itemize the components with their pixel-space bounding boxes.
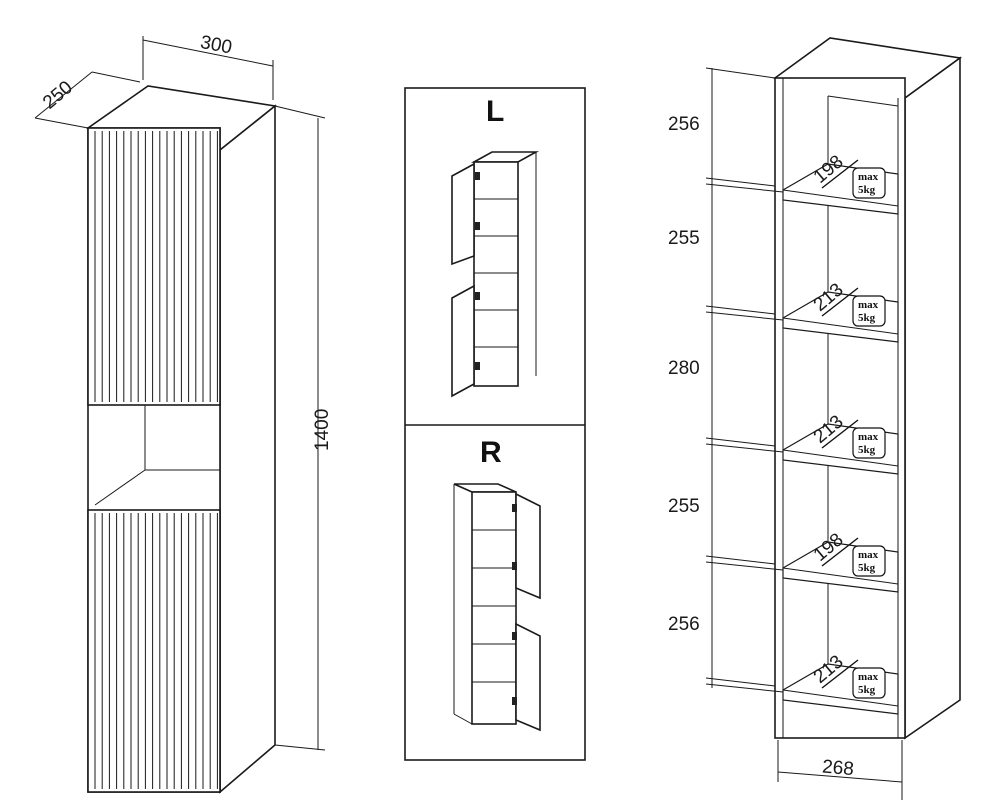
extension-line [705, 683, 784, 693]
mini-edge [517, 151, 537, 163]
height-label: 1400 [312, 409, 333, 451]
hinge-icon [475, 362, 480, 370]
max-load-label: max [858, 431, 879, 443]
left-hinged-cabinet-sketch [451, 151, 540, 398]
upper-door-fluted [87, 127, 221, 406]
compartment-height-dimensions: 256 255 280 255 256 [668, 67, 784, 693]
panel-frame [404, 87, 586, 761]
compartment-height-label: 280 [668, 358, 700, 379]
mini-edge [453, 483, 473, 493]
lower-door-fluted [87, 509, 221, 793]
cabinet-side [904, 56, 961, 740]
hinge-icon [512, 697, 517, 705]
extension-line [705, 561, 784, 571]
variant-left-label: L [486, 95, 504, 128]
extension-line [705, 67, 776, 79]
mini-door-open [515, 492, 541, 600]
mini-body [471, 491, 517, 725]
max-load-value: 5kg [858, 444, 876, 456]
mini-door-open [515, 622, 541, 732]
extension-line [705, 443, 784, 453]
max-load-value: 5kg [858, 684, 876, 696]
left-cabinet [85, 85, 277, 794]
dimension-line [777, 771, 903, 783]
hinge-icon [512, 562, 517, 570]
dimension-line [142, 39, 274, 67]
extension-line [34, 117, 89, 129]
weight-icon [852, 427, 886, 459]
shelf-depth-arrow [821, 659, 859, 689]
max-load-value: 5kg [858, 184, 876, 196]
weight-icon [852, 545, 886, 577]
width-dimension: 300 [142, 32, 274, 100]
weight-icon [852, 167, 886, 199]
extension-line [705, 183, 784, 193]
hinge-icon [475, 292, 480, 300]
extension-line [705, 305, 776, 315]
max-load-label: max [858, 299, 879, 311]
variant-right-label: R [480, 436, 502, 469]
weight-icon [852, 667, 886, 699]
max-load-value: 5kg [858, 312, 876, 324]
shelf-edge [782, 449, 899, 467]
shelf-depth-arrow [821, 287, 859, 317]
inner-width-label: 268 [821, 756, 854, 780]
dimension-line [34, 71, 93, 119]
max-load-label: max [858, 171, 879, 183]
hinge-icon [475, 222, 480, 230]
door-panel [87, 509, 221, 793]
mini-door-open [451, 284, 475, 398]
extension-line [91, 71, 141, 83]
door-panel [87, 127, 221, 406]
height-dimension: 1400 [274, 105, 333, 751]
mini-door-open [451, 162, 475, 266]
max-load-label: max [858, 671, 879, 683]
niche-floor-edge [94, 469, 146, 506]
mini-edge [453, 713, 473, 725]
max-load-label: max [858, 549, 879, 561]
inner-width-dimension: 268 [777, 740, 903, 800]
shelf-edge [782, 689, 899, 707]
right-hinged-cabinet-sketch [453, 483, 541, 732]
compartment-height-label: 255 [668, 496, 700, 517]
extension-line [705, 177, 776, 187]
extension-line [274, 744, 326, 751]
compartment-height-label: 255 [668, 228, 700, 249]
extension-line [705, 677, 776, 687]
compartment-height-label: 256 [668, 614, 700, 635]
mini-body [473, 161, 519, 387]
compartment-height-label: 256 [668, 114, 700, 135]
width-label: 300 [199, 32, 234, 59]
weight-icon [852, 295, 886, 327]
extension-line [705, 311, 784, 321]
shelf-edge [782, 567, 899, 585]
back-edge [827, 95, 899, 107]
extension-line [705, 555, 776, 565]
shelf-depth-arrow [821, 537, 859, 567]
variant-panel: L R [404, 87, 586, 761]
shelf-edge [782, 189, 899, 207]
shelf-edge [782, 317, 899, 335]
depth-label: 250 [39, 77, 77, 113]
hinge-icon [512, 504, 517, 512]
shelf-depth-arrow [821, 159, 859, 189]
hinge-icon [512, 632, 517, 640]
hinge-icon [475, 172, 480, 180]
shelf-depth-arrow [821, 419, 859, 449]
extension-line [705, 437, 776, 447]
extension-line [274, 105, 326, 119]
max-load-value: 5kg [858, 562, 876, 574]
cabinet-side [219, 104, 276, 794]
